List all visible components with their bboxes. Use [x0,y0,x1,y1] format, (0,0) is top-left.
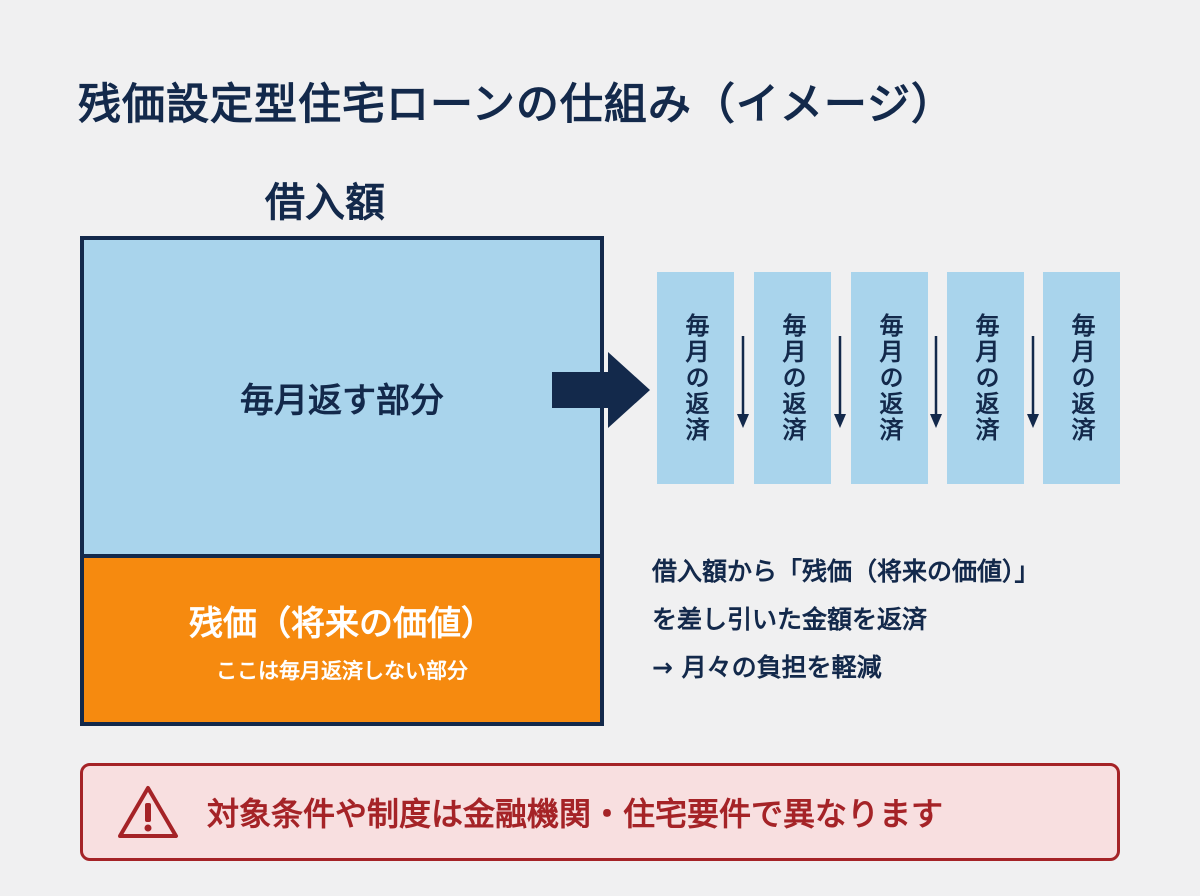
warning-banner: 対象条件や制度は金融機関・住宅要件で異なります [80,763,1120,861]
monthly-repayment-section: 毎月返す部分 [84,240,600,554]
monthly-payment-block: 毎月の返済 [754,272,831,484]
explanation-line: 借入額から「残価（将来の価値）」 [652,557,1040,586]
monthly-payment-label: 毎月の返済 [875,313,903,443]
loan-amount-label: 借入額 [265,180,385,226]
loan-amount-box: 毎月返す部分 残価（将来の価値） ここは毎月返済しない部分 [80,236,604,726]
warning-triangle-icon [118,786,178,838]
explanation-text: 借入額から「残価（将来の価値）」 を差し引いた金額を返済 → 月々の負担を軽減 [652,548,1040,692]
monthly-payment-label: 毎月の返済 [778,313,806,443]
residual-value-note: ここは毎月返済しない部分 [216,658,468,683]
down-arrow-icon [1027,336,1039,428]
monthly-payment-label: 毎月の返済 [1067,313,1095,443]
residual-value-section: 残価（将来の価値） ここは毎月返済しない部分 [84,554,600,722]
explanation-line: → 月々の負担を軽減 [652,653,882,682]
right-arrow-icon [552,352,650,428]
down-arrow-icon [930,336,942,428]
warning-text: 対象条件や制度は金融機関・住宅要件で異なります [207,795,944,833]
page-title: 残価設定型住宅ローンの仕組み（イメージ） [78,80,955,130]
monthly-payment-block: 毎月の返済 [1043,272,1120,484]
down-arrow-icon [834,336,846,428]
residual-value-title: 残価（将来の価値） [189,603,495,644]
monthly-payment-block: 毎月の返済 [947,272,1024,484]
monthly-payment-block: 毎月の返済 [657,272,734,484]
down-arrow-icon [737,336,749,428]
monthly-payment-label: 毎月の返済 [681,313,709,443]
monthly-repayment-label: 毎月返す部分 [240,380,444,421]
monthly-payment-block: 毎月の返済 [851,272,928,484]
monthly-payment-label: 毎月の返済 [971,313,999,443]
explanation-line: を差し引いた金額を返済 [652,605,928,634]
